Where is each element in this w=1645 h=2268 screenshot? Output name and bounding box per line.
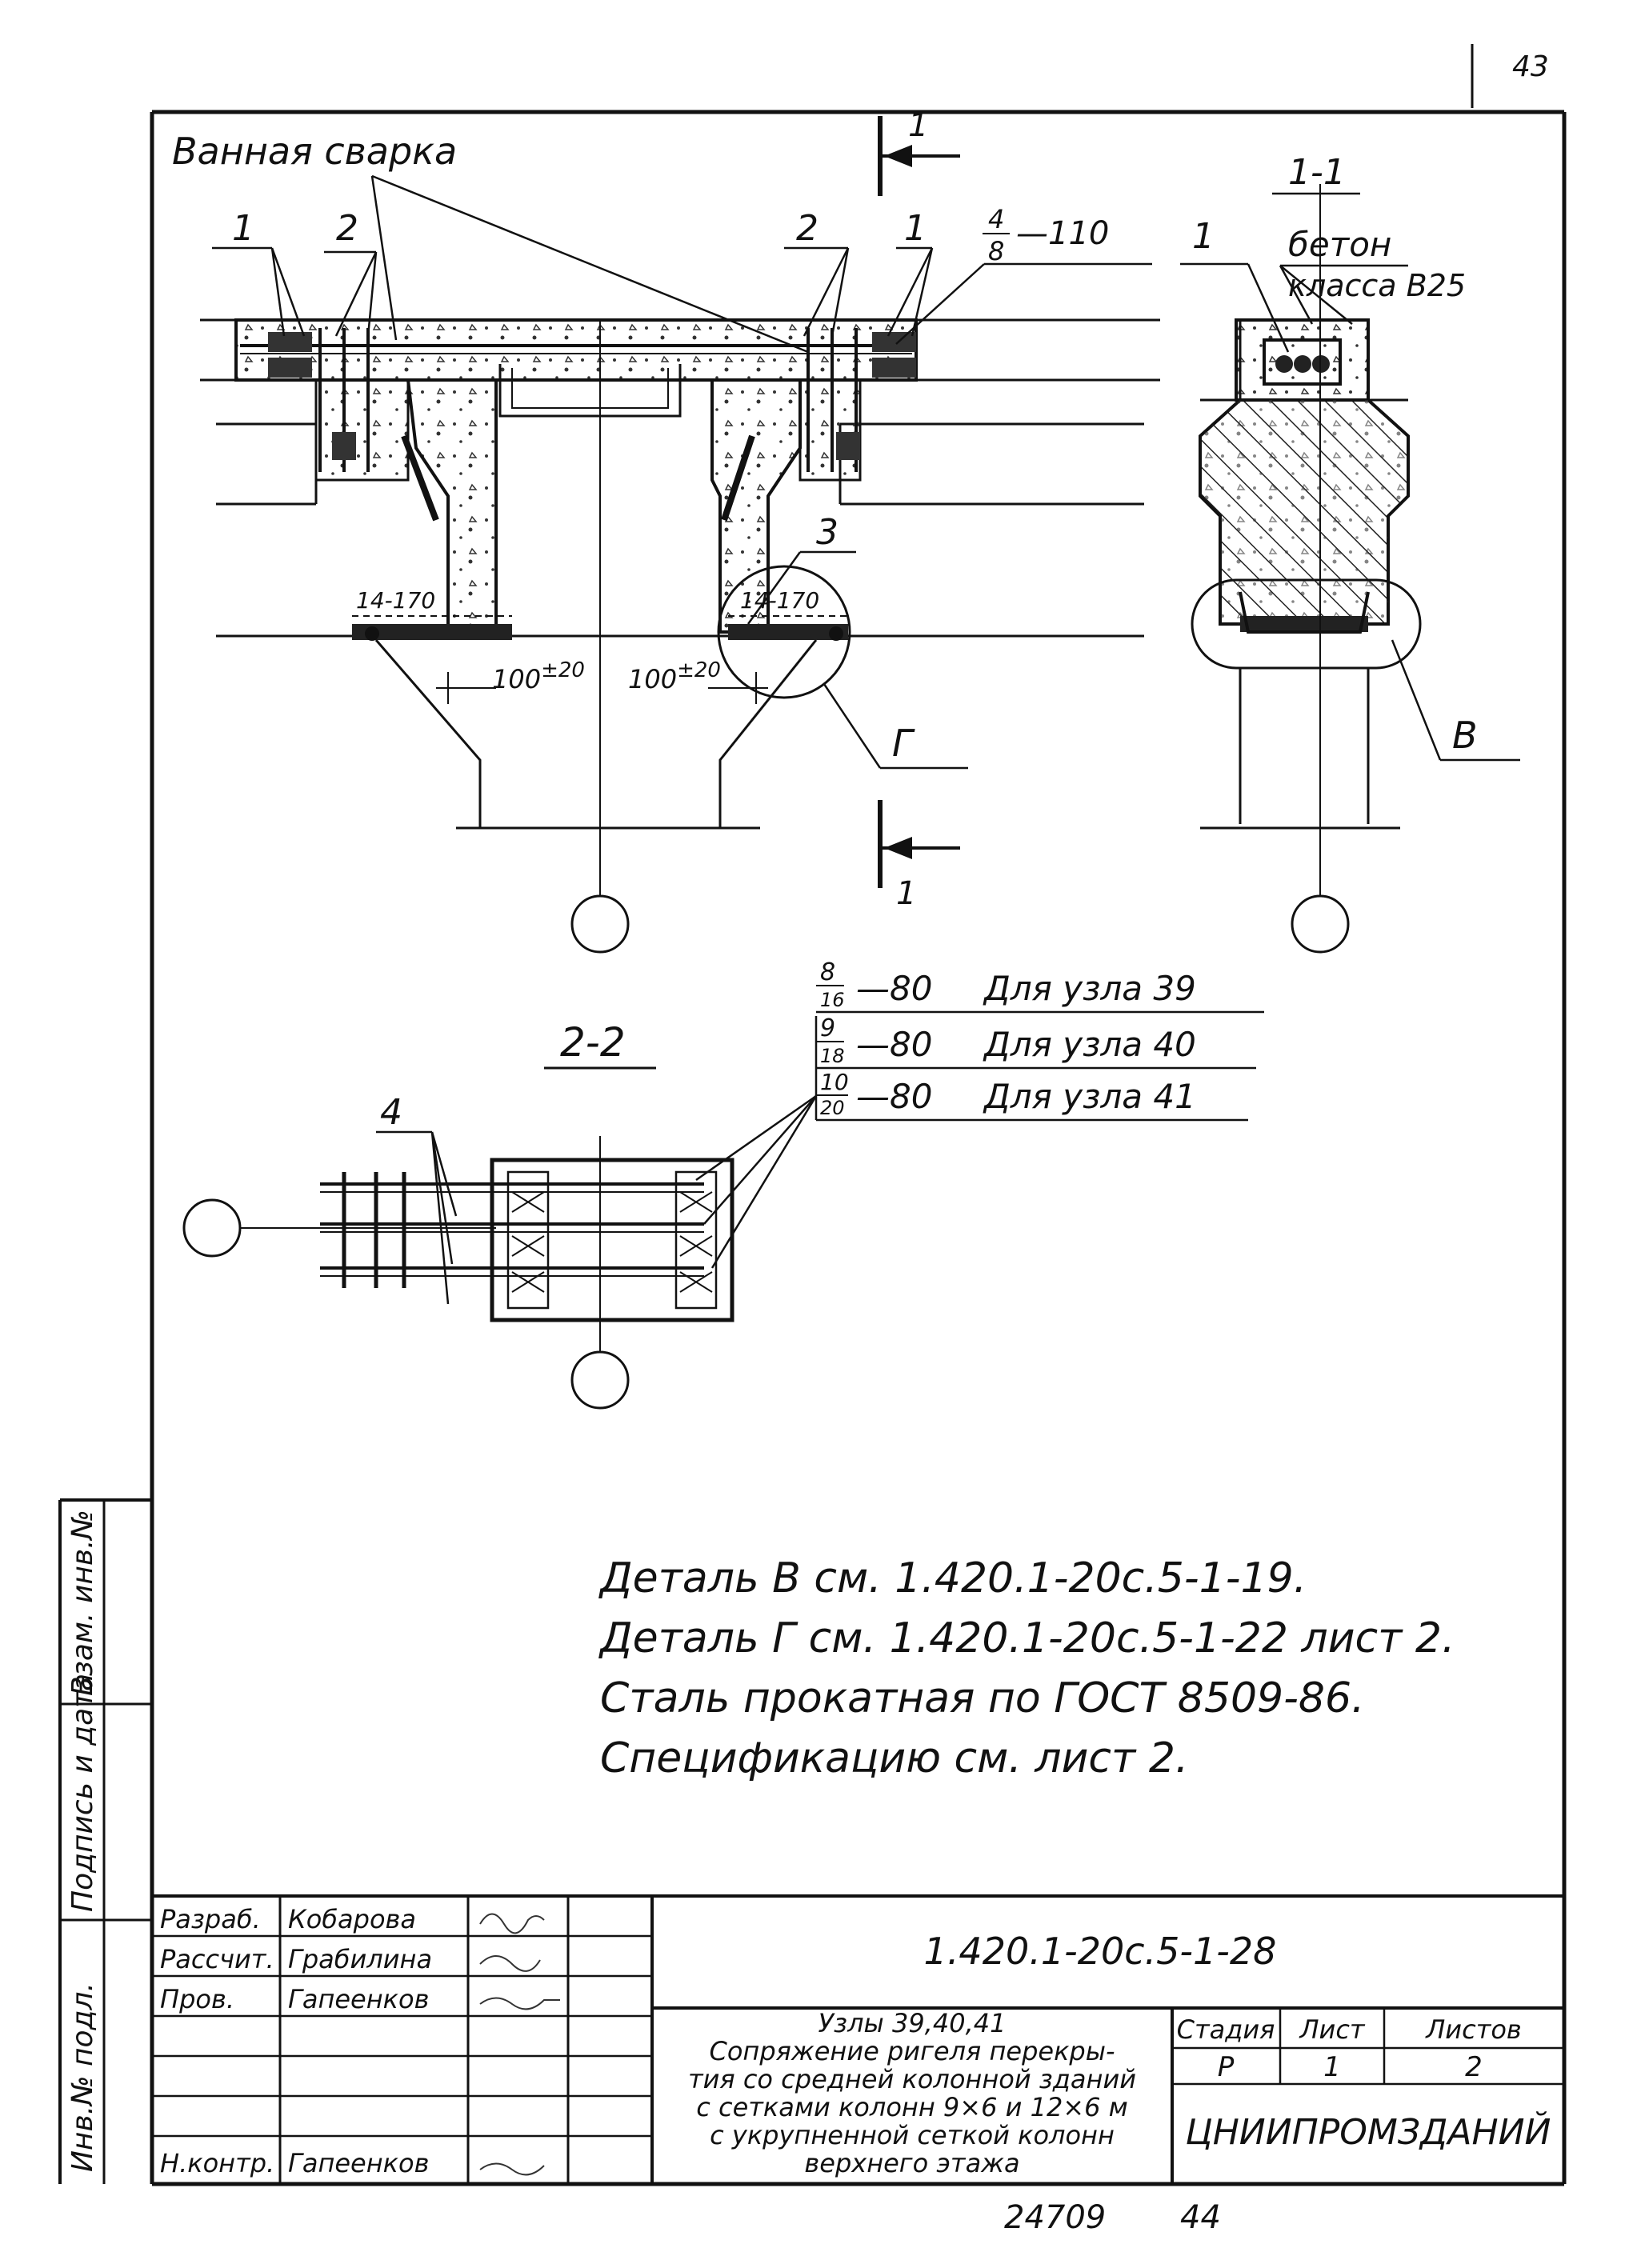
- section-callout-1: 1: [1192, 216, 1215, 257]
- sheets-value: 2: [1465, 2051, 1483, 2083]
- note-1: Деталь В см. 1.420.1-20с.5-1-19.: [598, 1554, 1307, 1602]
- main-view: 1 2 2 1 3 4 8 —110 14-170 14-170 100±20 …: [200, 204, 1160, 954]
- callout-1-right: 1: [904, 208, 927, 249]
- name-3: Гапеенков: [288, 1984, 429, 2014]
- rebar-den: 8: [988, 236, 1004, 266]
- side-stamp-replace: Взам. инв.№: [66, 1510, 99, 1696]
- stage-header: Стадия: [1177, 2014, 1275, 2045]
- svg-text:1: 1: [908, 107, 928, 144]
- signature-marks: [479, 1913, 560, 2176]
- sheets-header: Листов: [1425, 2014, 1522, 2045]
- bar-spacing-left: 14-170: [356, 587, 435, 614]
- note-3: Сталь прокатная по ГОСТ 8509-86.: [600, 1674, 1365, 1722]
- corner-page-number: 43: [1512, 50, 1549, 83]
- bottom-code: 24709: [1004, 2199, 1106, 2236]
- desc-line-5: с укрупненной сеткой колонн: [710, 2120, 1115, 2150]
- spec-3-den: 20: [820, 1097, 845, 1119]
- sheet-value: 1: [1323, 2051, 1341, 2083]
- title-block: Разраб. Кобарова Рассчит. Грабилина Пров…: [152, 1894, 1564, 2236]
- svg-text:1: 1: [896, 875, 916, 912]
- stage-value: Р: [1218, 2051, 1235, 2083]
- rebar-dim: —110: [1016, 215, 1109, 252]
- name-1: Кобарова: [288, 1904, 416, 1934]
- role-3: Пров.: [160, 1984, 234, 2014]
- document-code: 1.420.1-20с.5-1-28: [924, 1930, 1277, 1973]
- name-2: Грабилина: [288, 1944, 432, 1974]
- note-2: Деталь Г см. 1.420.1-20с.5-1-22 лист 2.: [598, 1614, 1455, 1662]
- desc-line-3: тия со средней колонной зданий: [688, 2064, 1136, 2094]
- spec-1-den: 16: [820, 989, 845, 1011]
- concrete-label: бетон: [1288, 225, 1391, 264]
- detail-v-label: В: [1452, 714, 1478, 757]
- role-7: Н.контр.: [160, 2148, 274, 2178]
- role-2: Рассчит.: [160, 1944, 274, 1974]
- spec-2-dim: —80: [856, 1025, 932, 1064]
- spec-1-dim: —80: [856, 969, 932, 1008]
- drawing-frame: [150, 110, 1567, 2186]
- desc-line-4: с сетками колонн 9×6 и 12×6 м: [696, 2092, 1128, 2122]
- callout-1-left: 1: [232, 208, 254, 249]
- spec-3-num: 10: [820, 1069, 849, 1095]
- section-mark-top: 1: [878, 107, 960, 196]
- dim-right: 100±20: [628, 658, 721, 694]
- welding-title: Ванная сварка: [172, 130, 457, 173]
- section-1-1: 1-1 бетон класса В25 1: [1180, 152, 1520, 954]
- section-2-2-title: 2-2: [560, 1019, 626, 1066]
- callout-2-left: 2: [336, 208, 358, 249]
- spec-2-note: Для узла 40: [983, 1025, 1196, 1064]
- rebar-num: 4: [988, 204, 1004, 234]
- bottom-page: 44: [1180, 2199, 1221, 2236]
- spec-3-note: Для узла 41: [983, 1077, 1196, 1116]
- name-7: Гапеенков: [288, 2148, 429, 2178]
- sheet-header: Лист: [1299, 2014, 1365, 2045]
- spec-1-num: 8: [820, 958, 835, 986]
- detail-g-label: Г: [892, 722, 915, 765]
- side-stamp-signature: Подпись и дата: [66, 1674, 99, 1912]
- note-4: Спецификацию см. лист 2.: [600, 1734, 1188, 1782]
- spec-2-num: 9: [820, 1014, 835, 1042]
- section-2-2: 2-2 8 16 —80 Для узла 39 9 18 —80 Для уз…: [182, 958, 1264, 1410]
- role-1: Разраб.: [160, 1904, 261, 1934]
- spec-3-dim: —80: [856, 1077, 932, 1116]
- callout-2-right: 2: [796, 208, 818, 249]
- organization: ЦНИИПРОМЗДАНИЙ: [1186, 2110, 1551, 2153]
- section-1-1-title: 1-1: [1288, 152, 1346, 193]
- spec-1-note: Для узла 39: [983, 969, 1196, 1008]
- notes: Деталь В см. 1.420.1-20с.5-1-19. Деталь …: [598, 1554, 1455, 1782]
- desc-line-1: Узлы 39,40,41: [818, 2008, 1007, 2038]
- spec-2-den: 18: [820, 1045, 845, 1067]
- section-2-2-callout-4: 4: [380, 1092, 402, 1133]
- section-mark-bottom: 1: [878, 800, 960, 912]
- side-stamp: Инв.№ подл. Подпись и дата Взам. инв.№: [58, 1498, 152, 2184]
- concrete-class-label: класса В25: [1288, 268, 1466, 303]
- callout-3: 3: [816, 512, 839, 553]
- desc-line-2: Сопряжение ригеля перекры-: [709, 2036, 1115, 2066]
- bar-spacing-right: 14-170: [740, 587, 819, 614]
- desc-line-6: верхнего этажа: [804, 2148, 1019, 2178]
- dim-left: 100±20: [492, 658, 585, 694]
- side-stamp-inv: Инв.№ подл.: [66, 1982, 99, 2172]
